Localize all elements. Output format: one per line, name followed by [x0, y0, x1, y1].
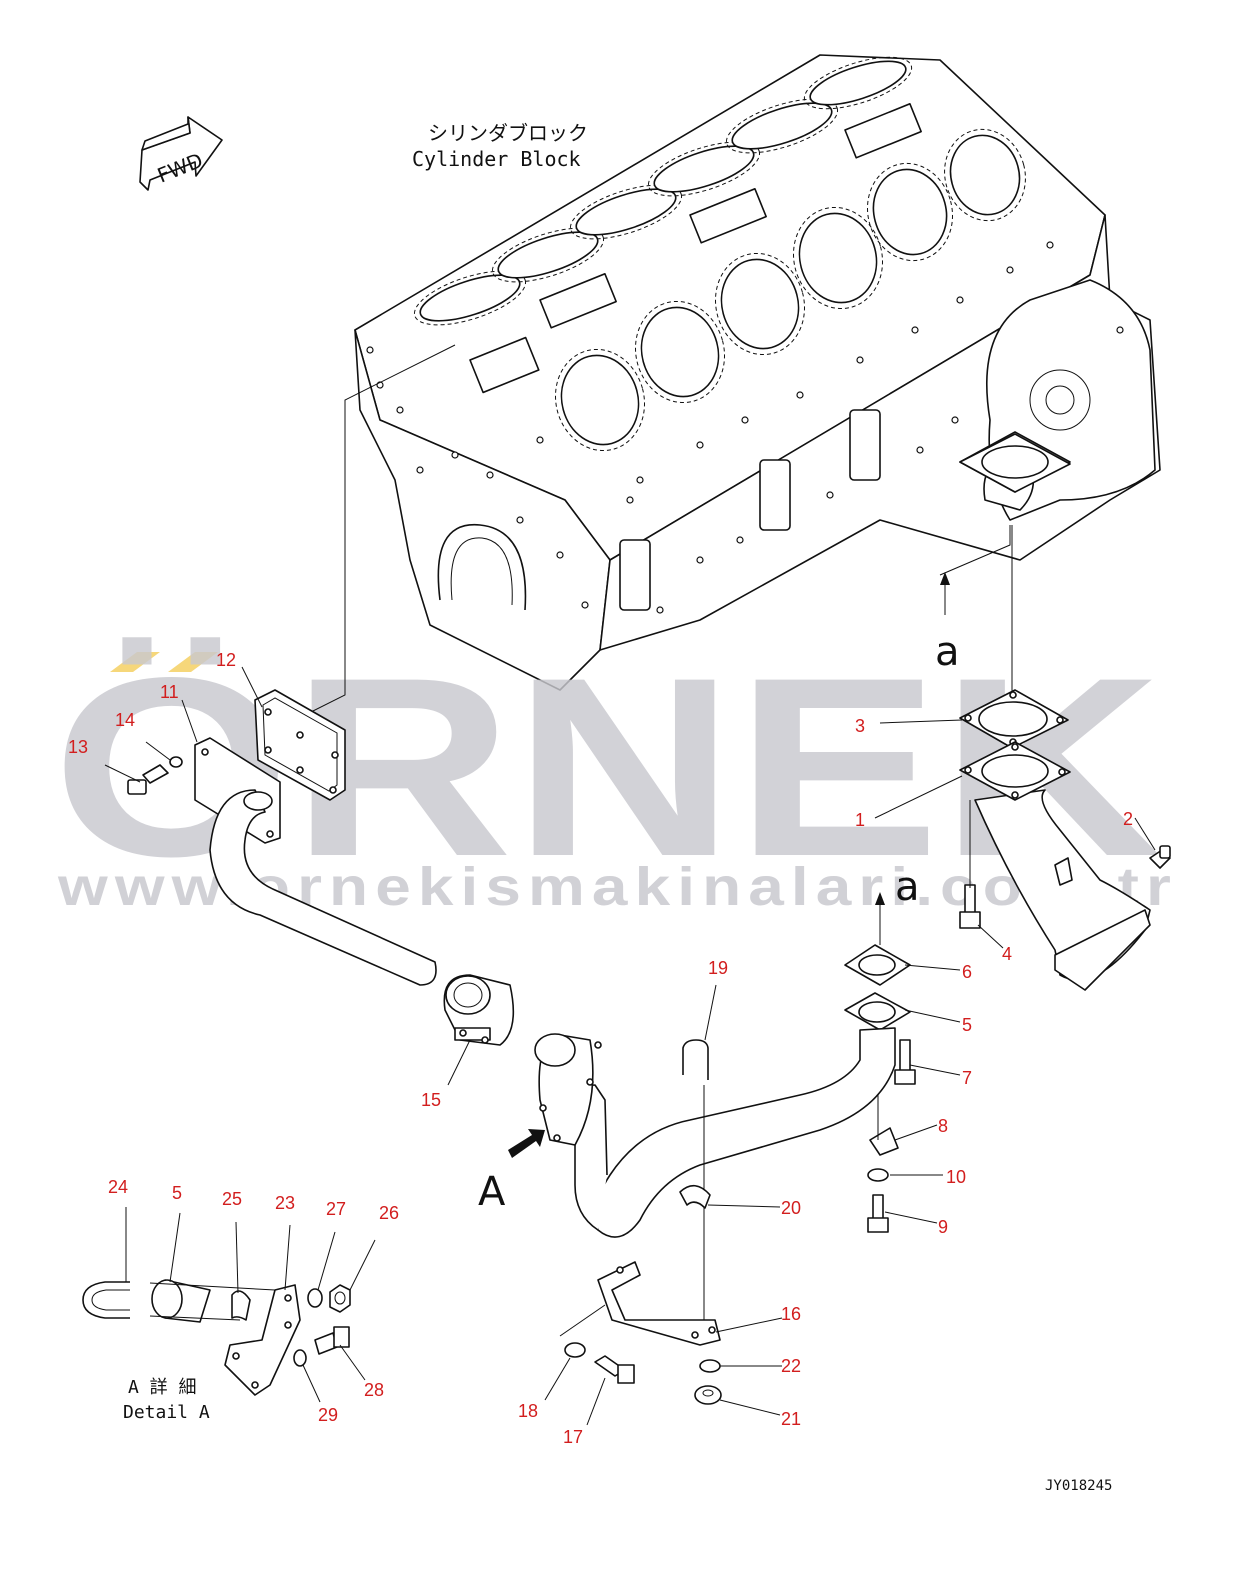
part-number-16: 16: [781, 1304, 801, 1324]
saddle-20: [679, 1184, 711, 1209]
cylinder-block-label-en: Cylinder Block: [412, 147, 581, 171]
u-bolt-19: [682, 1039, 709, 1080]
bolt-17: [594, 1355, 635, 1384]
clamp-8: [869, 1127, 899, 1156]
part-number-7: 7: [962, 1068, 972, 1088]
part-number-23: 23: [275, 1193, 295, 1213]
part-number-6: 6: [962, 962, 972, 982]
nut-21: [694, 1385, 722, 1405]
watermark-accent-2: [168, 652, 218, 672]
part-number-26: 26: [379, 1203, 399, 1223]
gasket-6: [844, 944, 911, 986]
view-arrow-a: A: [478, 1129, 545, 1215]
cylinder-block-label-jp: シリンダブロック: [428, 121, 588, 145]
detail-a-label-jp: A 詳 細: [128, 1377, 197, 1398]
bolt-9: [867, 1194, 889, 1233]
bolt-4: [959, 884, 981, 929]
view-a-lower: a: [895, 864, 920, 910]
watermark-accent-1: [110, 652, 160, 672]
water-tube: [209, 789, 437, 986]
drawing-code: JY018245: [1045, 1478, 1112, 1494]
part-number-24: 24: [108, 1177, 128, 1197]
block-to-gasket-line: [294, 344, 456, 721]
part-number-22: 22: [781, 1356, 801, 1376]
cover-plate-11: [194, 737, 281, 844]
washer-18: [564, 1342, 586, 1358]
bolt-7: [894, 1039, 916, 1085]
washer-22: [699, 1359, 721, 1373]
main-water-pipe: [534, 1027, 896, 1238]
part-number-27: 27: [326, 1199, 346, 1219]
part-number-labels: 12 11 14 13 3 1 2 4 6 5 7 8 10 9 19 20 1…: [68, 650, 1133, 1447]
part-number-15: 15: [421, 1090, 441, 1110]
hose-coupling-15: [443, 974, 515, 1046]
detail-a-drawing: [82, 1279, 351, 1396]
washer-10: [867, 1168, 889, 1182]
view-arrow-a-label: A: [478, 1169, 506, 1215]
part-number-29: 29: [318, 1405, 338, 1425]
gasket-3: [959, 689, 1069, 749]
bracket-16: [597, 1261, 721, 1346]
part-number-25: 25: [222, 1189, 242, 1209]
elbow-pipe-1: [959, 431, 1151, 991]
detail-a-label-en: Detail A: [123, 1402, 210, 1423]
part-number-14: 14: [115, 710, 135, 730]
part-number-2: 2: [1123, 809, 1133, 829]
part-number-3: 3: [855, 716, 865, 736]
part-number-28: 28: [364, 1380, 384, 1400]
gasket-12: [254, 689, 346, 801]
part-number-19: 19: [708, 958, 728, 978]
view-a-upper: a: [935, 629, 960, 675]
block-bolt-holes: [366, 241, 1124, 614]
plug-2: [1149, 845, 1171, 869]
part-number-10: 10: [946, 1167, 966, 1187]
pipe-flange-5: [844, 992, 911, 1031]
washer-14: [169, 756, 183, 768]
part-number-13: 13: [68, 737, 88, 757]
part-number-8: 8: [938, 1116, 948, 1136]
part-number-5: 5: [962, 1015, 972, 1035]
part-number-4: 4: [1002, 944, 1012, 964]
cylinder-bores-left: [413, 56, 913, 326]
cylinder-bores-right: [554, 128, 1026, 452]
part-number-1: 1: [855, 810, 865, 830]
block-view-a-line: [939, 525, 1011, 576]
part-number-21: 21: [781, 1409, 801, 1429]
elbow-flange-1: [959, 741, 1071, 801]
cylinder-block-drawing: [354, 54, 1161, 691]
part-number-9: 9: [938, 1217, 948, 1237]
part-number-20: 20: [781, 1198, 801, 1218]
fwd-arrow: FWD: [139, 116, 223, 191]
part-number-18: 18: [518, 1401, 538, 1421]
part-leader-lines: [104, 666, 1156, 1426]
part-number-5-detail: 5: [172, 1183, 182, 1203]
part-number-17: 17: [563, 1427, 583, 1447]
part-number-12: 12: [216, 650, 236, 670]
part-number-11: 11: [160, 682, 179, 702]
